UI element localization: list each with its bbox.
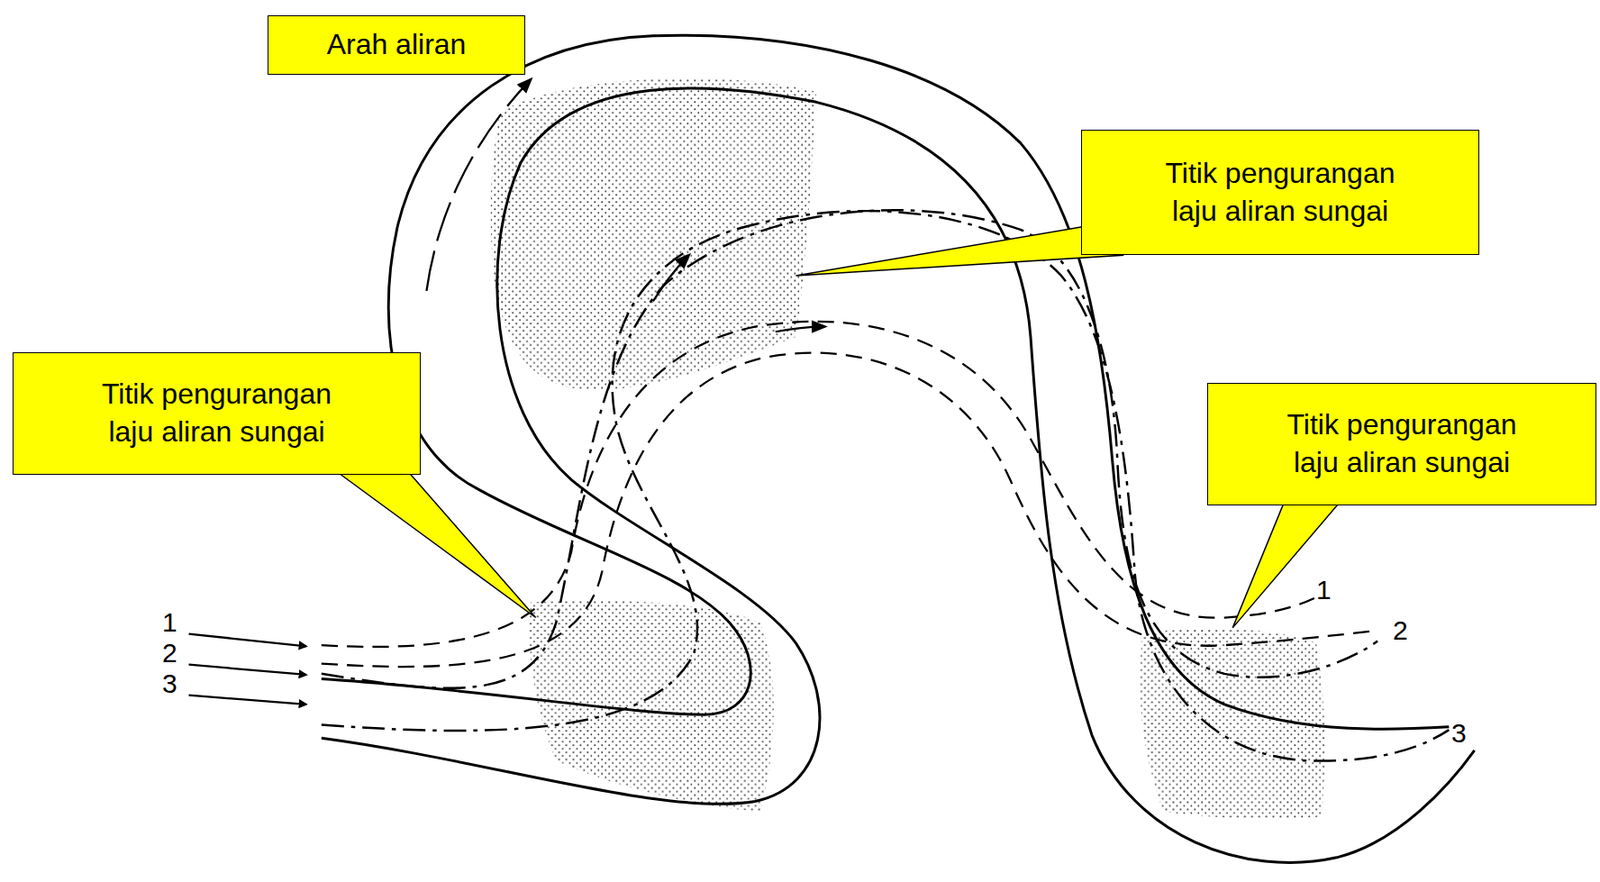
- flow-arrow: [426, 79, 825, 332]
- channel-number: 2: [161, 639, 179, 667]
- callout-pointer: [336, 227, 1339, 628]
- callout-text: Titik pengurangan laju aliran sungai: [1140, 154, 1420, 230]
- callout-box: Titik pengurangan laju aliran sungai: [1207, 382, 1597, 506]
- channel-number: 1: [161, 609, 179, 637]
- callout-text: Titik pengurangan laju aliran sungai: [1262, 406, 1542, 482]
- callout-text: Arah aliran: [327, 26, 467, 64]
- channel-number: 2: [1391, 617, 1410, 645]
- channel-number: 3: [161, 670, 179, 698]
- title-callout: Arah aliran: [267, 15, 526, 75]
- channel-number: 3: [1450, 719, 1468, 747]
- channel-number: 1: [1315, 576, 1333, 604]
- callout-box: Titik pengurangan laju aliran sungai: [12, 352, 421, 475]
- callout-box: Titik pengurangan laju aliran sungai: [1081, 129, 1480, 255]
- callout-text: Titik pengurangan laju aliran sungai: [77, 375, 357, 451]
- label-arrow: [189, 634, 307, 705]
